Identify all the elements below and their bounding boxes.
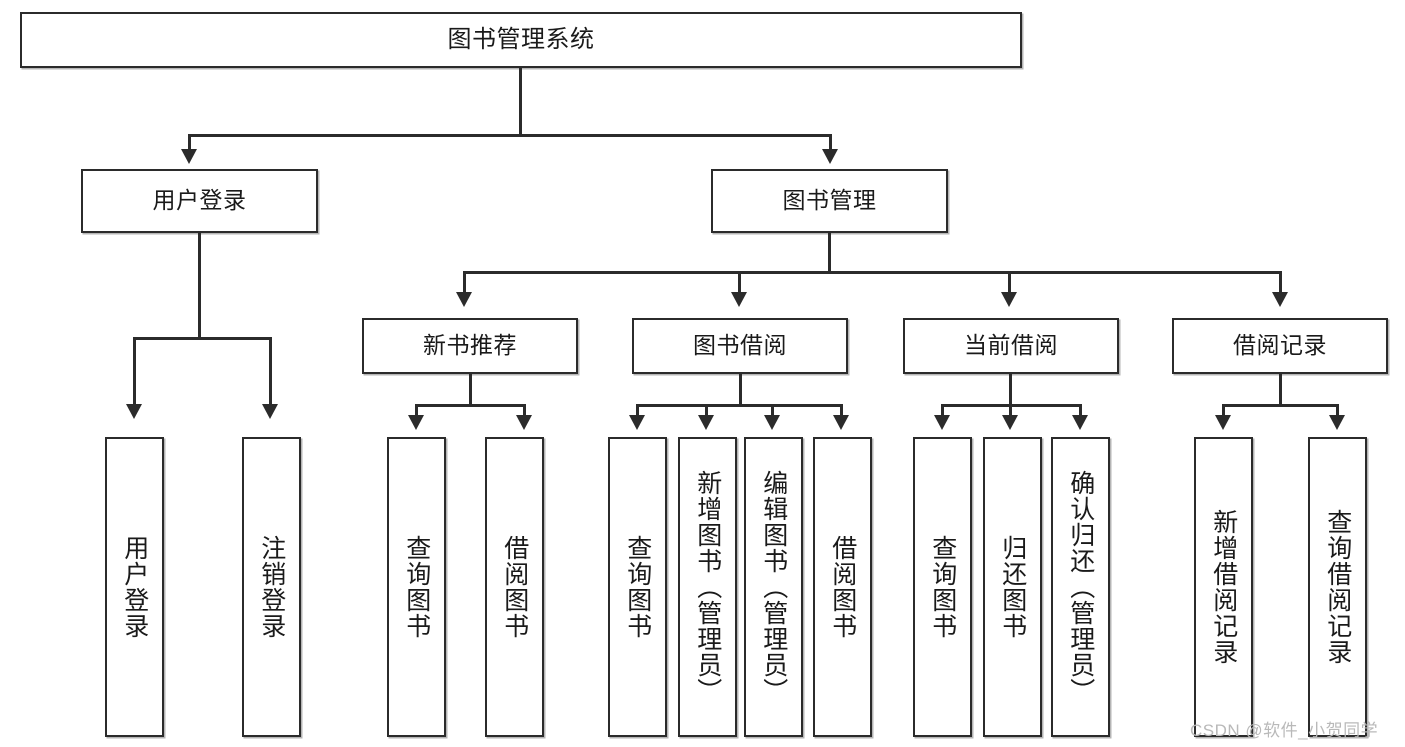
leaf-query-book-borrow[interactable]: 查询图书 [608, 437, 667, 737]
node-label: 归还图书 [998, 535, 1027, 639]
arrow-borrow-record-child-1 [1215, 415, 1231, 430]
edge-root-stem [519, 68, 522, 136]
leaf-add-borrow-record[interactable]: 新增借阅记录 [1194, 437, 1253, 737]
edge-borrow-record-bus [1222, 404, 1338, 407]
edge-to-borrow-record [1279, 271, 1282, 293]
node-label: 新增图书（管理员） [693, 470, 722, 704]
edge-current-borrow-child-1 [941, 404, 944, 416]
edge-root-to-user-login [188, 134, 191, 150]
leaf-borrow-book-recommend[interactable]: 借阅图书 [485, 437, 544, 737]
edge-book-borrow-child-4 [840, 404, 843, 416]
node-label: 用户登录 [120, 535, 149, 639]
leaf-query-book-current[interactable]: 查询图书 [913, 437, 972, 737]
edge-book-borrow-stem [739, 374, 742, 406]
node-label: 新书推荐 [423, 332, 517, 359]
edge-current-borrow-child-2 [1009, 404, 1012, 416]
csdn-watermark: CSDN @软件_小贺同学 [1190, 721, 1379, 740]
node-label: 图书管理 [782, 187, 877, 214]
arrow-book-borrow-child-1 [629, 415, 645, 430]
node-label: 编辑图书（管理员） [759, 470, 788, 704]
edge-user-login-stem [198, 233, 201, 339]
node-label: 借阅图书 [828, 535, 857, 639]
edge-new-book-child-1 [415, 404, 418, 416]
node-book-borrow[interactable]: 图书借阅 [632, 318, 848, 374]
arrow-new-book-child-2 [516, 415, 532, 430]
arrow-to-leaf-user-login [126, 404, 142, 419]
arrow-new-book-child-1 [408, 415, 424, 430]
arrow-to-book-management [822, 149, 838, 164]
node-label: 注销登录 [257, 535, 286, 639]
arrow-to-borrow-record [1272, 292, 1288, 307]
node-label: 查询借阅记录 [1323, 509, 1352, 665]
node-label: 查询图书 [928, 535, 957, 639]
edge-root-to-book-management [829, 134, 832, 150]
edge-book-borrow-bus [636, 404, 842, 407]
node-label: 借阅记录 [1233, 332, 1327, 359]
edge-borrow-record-stem [1279, 374, 1282, 406]
arrow-book-borrow-child-2 [698, 415, 714, 430]
node-label: 查询图书 [623, 535, 652, 639]
edge-level2-bus [463, 271, 1281, 274]
edge-new-book-stem [469, 374, 472, 406]
arrow-current-borrow-child-3 [1072, 415, 1088, 430]
edge-user-login-bus [133, 337, 271, 340]
node-label: 新增借阅记录 [1209, 509, 1238, 665]
leaf-logout[interactable]: 注销登录 [242, 437, 301, 737]
edge-to-new-book-recommend [463, 271, 466, 293]
node-label: 当前借阅 [964, 332, 1058, 359]
arrow-current-borrow-child-2 [1002, 415, 1018, 430]
edge-user-login-to-leaf-1 [133, 337, 136, 405]
node-root-book-management-system[interactable]: 图书管理系统 [20, 12, 1022, 68]
node-label: 借阅图书 [500, 535, 529, 639]
node-borrow-record[interactable]: 借阅记录 [1172, 318, 1388, 374]
edge-borrow-record-child-2 [1336, 404, 1339, 416]
node-label: 用户登录 [152, 187, 247, 214]
edge-root-bus [188, 134, 831, 137]
leaf-confirm-return-admin[interactable]: 确认归还（管理员） [1051, 437, 1110, 737]
node-label: 确认归还（管理员） [1066, 470, 1095, 704]
node-label: 图书管理系统 [447, 25, 595, 53]
node-new-book-recommend[interactable]: 新书推荐 [362, 318, 578, 374]
arrow-book-borrow-child-4 [833, 415, 849, 430]
edge-new-book-bus [415, 404, 525, 407]
node-user-login[interactable]: 用户登录 [81, 169, 318, 233]
edge-book-borrow-child-3 [771, 404, 774, 416]
arrow-to-user-login [181, 149, 197, 164]
leaf-query-book-recommend[interactable]: 查询图书 [387, 437, 446, 737]
edge-current-borrow-stem [1009, 374, 1012, 406]
edge-book-borrow-child-2 [705, 404, 708, 416]
arrow-to-current-borrow [1001, 292, 1017, 307]
arrow-current-borrow-child-1 [934, 415, 950, 430]
arrow-book-borrow-child-3 [764, 415, 780, 430]
edge-to-current-borrow [1008, 271, 1011, 293]
edge-book-management-stem [828, 233, 831, 273]
arrow-to-leaf-logout [262, 404, 278, 419]
leaf-edit-book-admin[interactable]: 编辑图书（管理员） [744, 437, 803, 737]
arrow-to-new-book-recommend [456, 292, 472, 307]
node-label: 查询图书 [402, 535, 431, 639]
leaf-query-borrow-record[interactable]: 查询借阅记录 [1308, 437, 1367, 737]
node-label: 图书借阅 [693, 332, 787, 359]
arrow-to-book-borrow [731, 292, 747, 307]
edge-to-book-borrow [738, 271, 741, 293]
arrow-borrow-record-child-2 [1329, 415, 1345, 430]
edge-book-borrow-child-1 [636, 404, 639, 416]
edge-user-login-to-leaf-2 [269, 337, 272, 405]
leaf-add-book-admin[interactable]: 新增图书（管理员） [678, 437, 737, 737]
node-book-management[interactable]: 图书管理 [711, 169, 948, 233]
leaf-user-login[interactable]: 用户登录 [105, 437, 164, 737]
edge-current-borrow-child-3 [1079, 404, 1082, 416]
leaf-return-book[interactable]: 归还图书 [983, 437, 1042, 737]
node-current-borrow[interactable]: 当前借阅 [903, 318, 1119, 374]
leaf-borrow-book[interactable]: 借阅图书 [813, 437, 872, 737]
edge-new-book-child-2 [523, 404, 526, 416]
edge-borrow-record-child-1 [1222, 404, 1225, 416]
